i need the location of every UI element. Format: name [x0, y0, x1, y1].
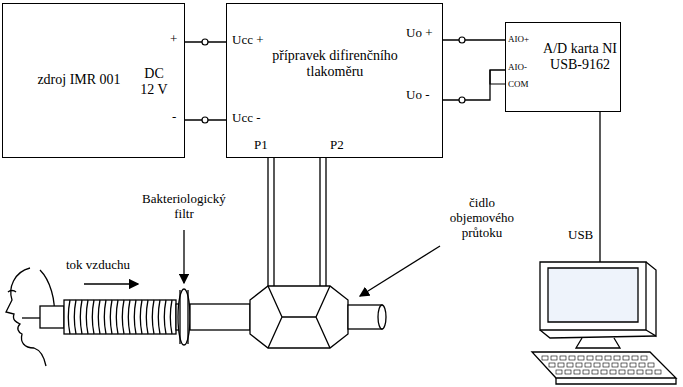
- terminal: [459, 37, 465, 43]
- text-label: Uo -: [406, 88, 429, 103]
- box-label: zdroj IMR 001: [25, 72, 133, 88]
- text-label: P1: [254, 138, 268, 153]
- terminal: [202, 39, 208, 45]
- text-label: -: [172, 110, 176, 125]
- terminal: [459, 97, 465, 103]
- text-label: P2: [330, 138, 344, 153]
- box-label: DC 12 V: [139, 66, 169, 98]
- text-label: AIO-: [508, 62, 527, 72]
- wire: [443, 70, 505, 100]
- box-label: přípravek difirenčního tlakoměru: [257, 48, 413, 80]
- text-label: +: [170, 32, 177, 47]
- text-label: Bakteriologický filtr: [132, 192, 236, 222]
- com-bridge: [490, 70, 505, 84]
- box-label: A/D karta NI USB-9162: [542, 41, 618, 73]
- wire: [443, 39, 505, 40]
- text-label: COM: [508, 79, 529, 89]
- device-box: zdroj IMR 001 DC 12 V: [2, 3, 185, 158]
- text-label: Ucc -: [232, 111, 261, 126]
- text-label: AIO+: [508, 34, 529, 44]
- text-label: tok vzduchu: [66, 258, 130, 273]
- text-label: Ucc +: [232, 33, 264, 48]
- text-label: Uo +: [406, 26, 432, 41]
- terminal: [202, 117, 208, 123]
- text-label: čidlo objemového průtoku: [440, 196, 524, 241]
- text-label: USB: [568, 228, 593, 243]
